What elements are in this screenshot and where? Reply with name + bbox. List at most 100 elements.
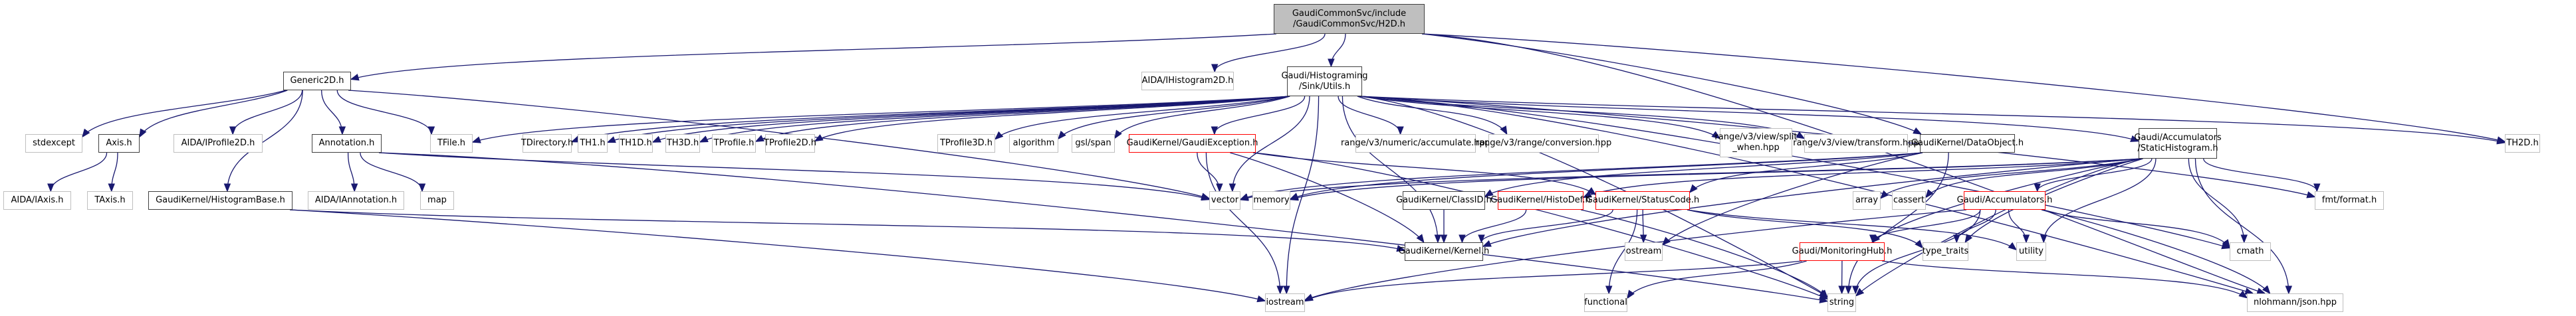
edge-accumulators-to-string [1855,209,1981,293]
node-kernel[interactable]: GaudiKernel/Kernel.h [1399,242,1489,261]
edge-generic2d-to-tfile [336,90,431,135]
edge-utils-to-splitwhen [1359,96,1720,139]
node-gslspan: gsl/span [1072,134,1115,153]
edge-generic2d-to-annotation [321,90,342,134]
edge-annotation-to-map [360,152,422,192]
edge-utils-to-tprofile2d [815,96,1290,141]
node-tfile: TFile.h [430,134,473,153]
edge-utils-to-gslspan [1115,96,1290,138]
node-iostream: iostream [1265,293,1305,312]
node-histobase[interactable]: GaudiKernel/HistogramBase.h [148,191,293,210]
edge-annotation-to-string [378,152,1827,301]
node-stdexcept: stdexcept [25,134,82,153]
edge-utils-to-json [1359,96,2253,293]
edge-statichisto-to-cassert [1926,158,2142,197]
edge-accumulators-to-utility [2008,209,2026,243]
node-gaudiexception[interactable]: GaudiKernel/GaudiException.h [1127,134,1258,153]
edge-utils-to-kernel [1342,96,1437,242]
edge-h2d-to-utils [1331,33,1346,66]
node-monitoringhub[interactable]: Gaudi/MonitoringHub.h [1792,242,1892,261]
node-tprofile: TProfile.h [712,134,756,153]
edge-gaudiexception-to-string [1252,152,1827,299]
edge-statuscode-to-functional [1609,209,1638,293]
node-iaxis: AIDA/IAxis.h [3,191,71,210]
node-statichisto[interactable]: Gaudi/Accumulators /StaticHistogram.h [2134,128,2222,159]
edge-utils-to-gaudiexception [1215,96,1306,135]
edge-monitoringhub-to-iostream [1305,260,1803,301]
node-th2d: TH2D.h [2505,134,2540,153]
edge-accumulators-to-monitoringhub [1873,209,1981,243]
edge-h2d-to-json [1421,33,2265,293]
edge-utils-to-tfile [473,96,1290,142]
edge-dataobject-to-classid [1485,152,1923,197]
node-functional: functional [1584,293,1627,312]
edge-utils-to-vector [1232,96,1310,191]
node-string: string [1827,293,1856,312]
edge-generic2d-to-stdexcept [82,90,287,137]
edge-statichisto-to-fmtformat [2203,158,2317,192]
edge-utils-to-tprofile [756,96,1290,141]
edge-statuscode-to-typetraits [1687,209,1923,248]
edge-dataobject-to-ostream [1663,152,1923,245]
node-iaida2d: AIDA/IHistogram2D.h [1141,72,1234,90]
edge-h2d-to-generic2d [351,33,1277,79]
edge-generic2d-to-histobase [227,90,303,191]
node-ostream: ostream [1625,242,1663,261]
edge-utils-to-algorithm [1058,96,1290,139]
node-dataobject[interactable]: GaudiKernel/DataObject.h [1911,134,2024,153]
edge-statuscode-to-utility [1687,209,2016,250]
edge-statichisto-to-vector [1240,158,2142,200]
edge-utils-to-tprofile3d [995,96,1290,139]
edge-monitoringhub-to-json [1881,260,2247,298]
edge-gaudiexception-to-iostream [1205,152,1280,293]
node-generic2d[interactable]: Generic2D.h [283,72,351,90]
edge-statichisto-to-string [1856,158,2142,296]
edge-gaudiexception-to-kernel [1230,152,1423,242]
node-cassert: cassert [1892,191,1926,210]
node-tdirectory: TDirectory.h [521,134,573,153]
node-utils[interactable]: Gaudi/Histograming /Sink/Utils.h [1281,66,1368,96]
edge-generic2d-to-iprofile2d [233,90,303,135]
node-memory: memory [1252,191,1290,210]
edge-axis-to-taxis [112,152,118,191]
node-splitwhen: range/v3/view/split _when.hpp [1714,128,1798,157]
edge-dataobject-to-string [1848,152,1949,293]
node-map: map [420,191,454,210]
edge-h2d-to-dataobject [1421,33,1921,134]
edge-axis-to-iaxis [51,152,108,192]
edge-annotation-to-iannotation [347,152,355,191]
edge-statichisto-to-json [2194,158,2288,293]
node-vector: vector [1209,191,1240,210]
node-statuscode[interactable]: GaudiKernel/StatusCode.h [1586,191,1699,210]
edge-monitoringhub-to-functional [1627,260,1807,298]
edge-generic2d-to-vector [348,90,1209,198]
edge-h2d-to-iaida2d [1215,33,1326,72]
node-cmath: cmath [2230,242,2271,261]
node-classid[interactable]: GaudiKernel/ClassID.h [1396,191,1492,210]
node-typetraits: type_traits [1923,242,1968,261]
edge-statichisto-to-cmath [2188,158,2244,242]
node-th1: TH1.h [578,134,608,153]
edge-statichisto-to-array [1881,158,2142,198]
edge-accumulators-to-json [2042,209,2270,293]
node-algorithm: algorithm [1009,134,1058,153]
edge-annotation-to-vector [378,152,1209,200]
edge-statuscode-to-kernel [1481,209,1613,243]
node-accumulators[interactable]: Gaudi/Accumulators.h [1957,191,2052,210]
node-histodef[interactable]: GaudiKernel/HistoDef.h [1490,191,1591,210]
edge-histodef-to-kernel [1462,209,1527,243]
edge-utils-to-accumulate [1338,96,1400,135]
edge-gaudiexception-to-vector [1197,152,1220,191]
node-json: nlohmann/json.hpp [2247,293,2343,312]
node-axis[interactable]: Axis.h [98,134,140,153]
node-utility: utility [2016,242,2046,261]
node-accumulate: range/v3/numeric/accumulate.hpp [1341,134,1490,153]
node-transform: range/v3/view/transform.hpp [1793,134,1919,153]
edge-histodef-to-string [1580,209,1827,297]
edge-dataobject-to-vector [1240,152,1923,199]
node-conversion: range/v3/range/conversion.hpp [1476,134,1611,153]
node-tprofile3d: TProfile3D.h [937,134,995,153]
node-annotation[interactable]: Annotation.h [312,134,382,153]
edge-dataobject-to-statuscode [1690,152,1923,193]
